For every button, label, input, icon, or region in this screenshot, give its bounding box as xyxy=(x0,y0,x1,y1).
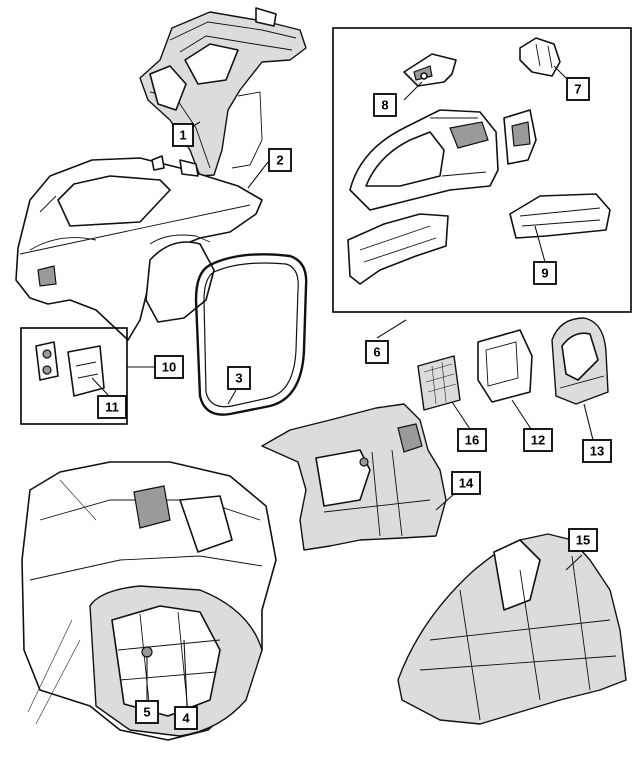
callout-10: 10 xyxy=(154,355,184,379)
callout-2: 2 xyxy=(268,148,292,172)
module-part-12 xyxy=(477,329,533,403)
callout-1: 1 xyxy=(172,123,194,147)
quarter-trim-panel-part-14 xyxy=(261,403,447,551)
svg-text:14: 14 xyxy=(459,476,474,491)
callout-13: 13 xyxy=(582,439,612,463)
callout-7: 7 xyxy=(566,77,590,101)
svg-text:9: 9 xyxy=(541,266,548,281)
svg-text:3: 3 xyxy=(235,371,242,386)
wheelhouse-liner-part-15 xyxy=(397,533,627,725)
svg-text:5: 5 xyxy=(143,705,150,720)
part-10-group-box xyxy=(20,327,128,425)
svg-text:2: 2 xyxy=(276,153,283,168)
svg-text:13: 13 xyxy=(590,444,604,459)
callout-6: 6 xyxy=(365,340,389,364)
svg-text:10: 10 xyxy=(162,360,176,375)
callout-11: 11 xyxy=(97,395,127,419)
quarter-outer-panel-part xyxy=(15,155,263,341)
underbody-scene xyxy=(21,461,277,741)
clip-part-11 xyxy=(35,341,105,397)
callout-3: 3 xyxy=(227,366,251,390)
callout-9: 9 xyxy=(533,261,557,285)
callout-14: 14 xyxy=(451,471,481,495)
callout-16: 16 xyxy=(457,428,487,452)
svg-text:6: 6 xyxy=(373,345,380,360)
svg-text:12: 12 xyxy=(531,433,545,448)
bracket-part-8 xyxy=(403,53,457,87)
svg-text:7: 7 xyxy=(574,82,581,97)
part-6-group-box xyxy=(332,27,632,313)
leader-lines xyxy=(91,65,594,707)
svg-text:11: 11 xyxy=(105,400,119,415)
svg-text:8: 8 xyxy=(381,98,388,113)
weatherstrip-seal-part xyxy=(194,253,308,416)
inner-wheelhouse-trim-part-6 xyxy=(347,109,611,285)
svg-text:4: 4 xyxy=(182,711,190,726)
trim-panel-part-13 xyxy=(551,317,609,405)
bracket-part-7 xyxy=(519,37,561,77)
callout-12: 12 xyxy=(523,428,553,452)
svg-text:16: 16 xyxy=(465,433,479,448)
svg-text:1: 1 xyxy=(179,128,186,143)
callout-4: 4 xyxy=(174,706,198,730)
callout-5: 5 xyxy=(135,700,159,724)
callout-15: 15 xyxy=(568,528,598,552)
svg-text:15: 15 xyxy=(576,533,590,548)
vent-part-16 xyxy=(417,355,461,411)
callout-8: 8 xyxy=(373,93,397,117)
